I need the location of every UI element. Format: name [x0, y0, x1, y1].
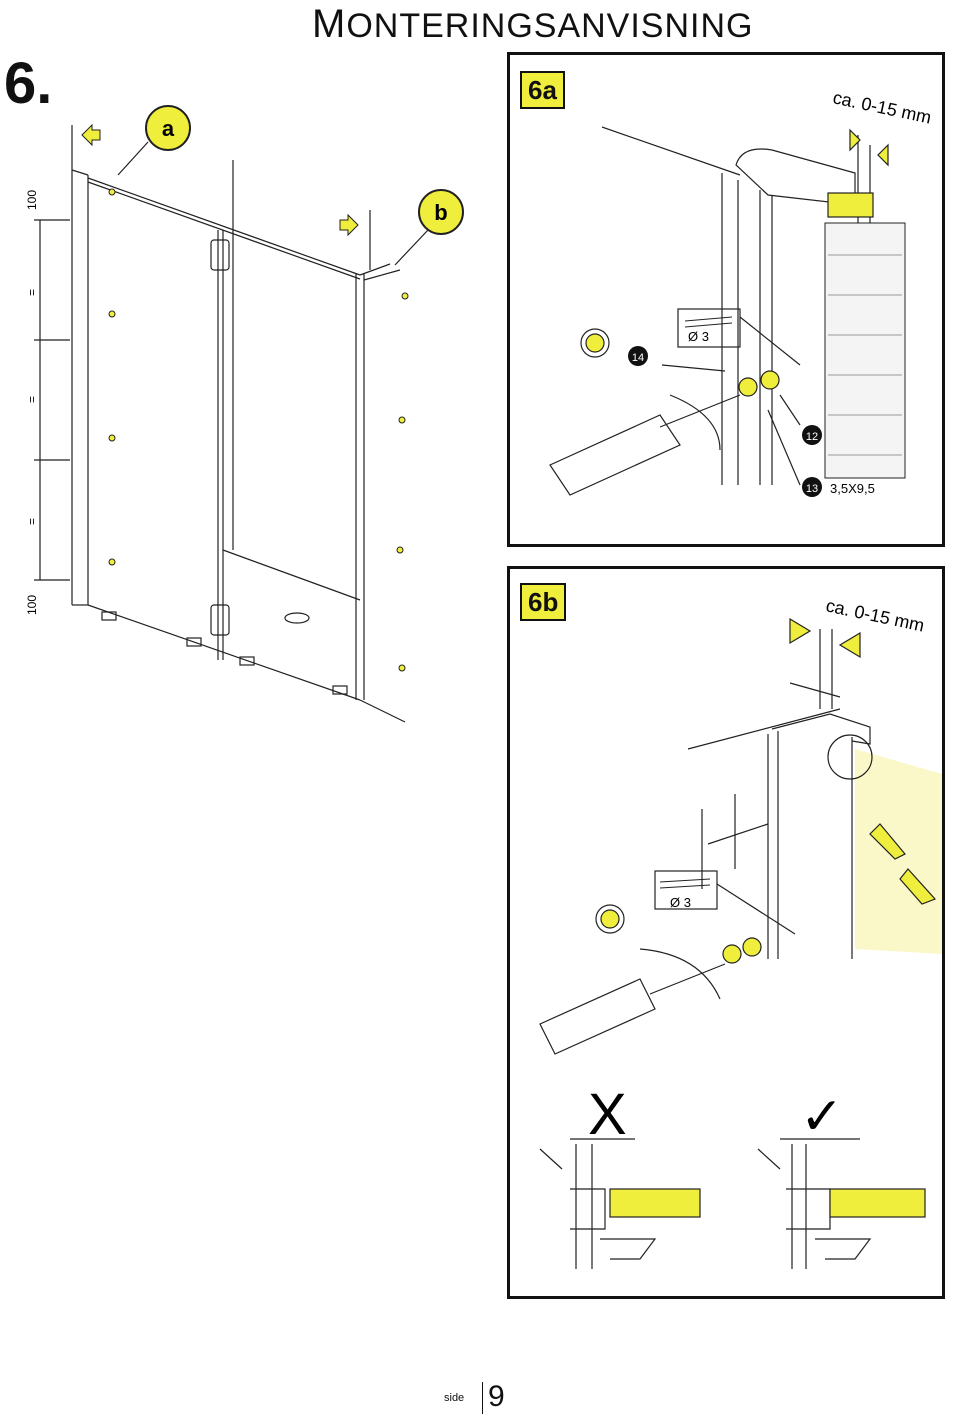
- title-initial: M: [312, 2, 347, 46]
- callout-a: a: [162, 116, 175, 141]
- dim-top: 100: [25, 190, 39, 210]
- panel-6a: 6a ca. 0-15 mm: [507, 52, 945, 547]
- detail-6b-drawing: ca. 0-15 mm: [539, 595, 942, 1269]
- title-rest: ONTERINGSANVISNING: [346, 7, 754, 45]
- footer-divider: [482, 1382, 483, 1414]
- detail-6a-drawing: ca. 0-15 mm: [549, 87, 933, 497]
- callout-b: b: [434, 200, 447, 225]
- dim-equal-3: =: [25, 518, 39, 525]
- tolerance-6a: ca. 0-15 mm: [831, 87, 933, 127]
- dim-bottom: 100: [25, 595, 39, 615]
- page-footer: side 9: [416, 1380, 506, 1416]
- tolerance-6b: ca. 0-15 mm: [824, 595, 926, 635]
- part-14: 14: [632, 352, 644, 364]
- page-title: MONTERINGSANVISNING: [312, 2, 754, 47]
- part-12: 12: [806, 431, 818, 443]
- step-number: 6.: [4, 51, 53, 116]
- dim-equal-2: =: [25, 396, 39, 403]
- tag-6a: 6a: [520, 71, 565, 109]
- dim-equal-1: =: [25, 289, 39, 296]
- drill-size-6a: Ø 3: [688, 329, 709, 344]
- tag-6b: 6b: [520, 583, 567, 621]
- footer-label: side: [444, 1392, 465, 1404]
- panel-6b: 6b ca. 0-15 mm: [507, 566, 945, 1299]
- right-mark: ✓: [800, 1088, 844, 1146]
- screw-size: 3,5X9,5: [830, 481, 875, 496]
- drill-size-6b: Ø 3: [670, 895, 691, 910]
- page-number: 9: [488, 1380, 505, 1413]
- part-13: 13: [806, 483, 818, 495]
- wrong-mark: X: [588, 1082, 627, 1147]
- overview-drawing: a b 100 100 = = =: [25, 105, 464, 723]
